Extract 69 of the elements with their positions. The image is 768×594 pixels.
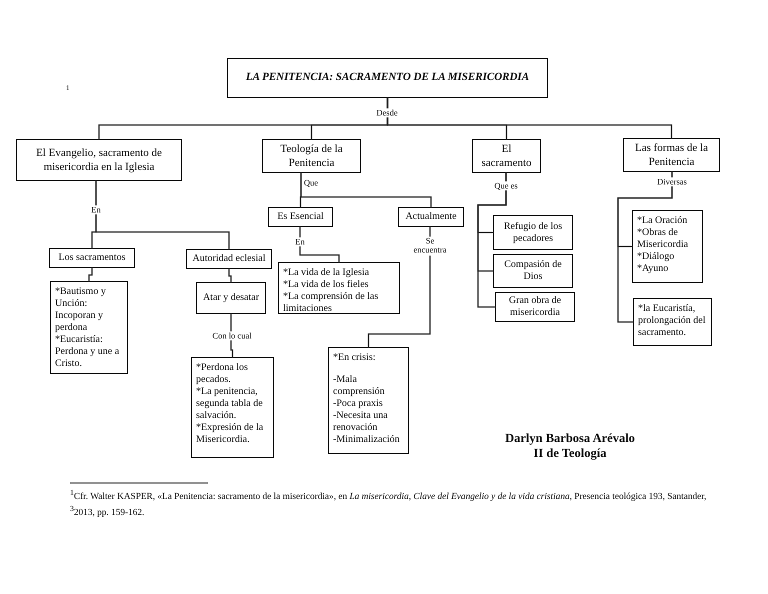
node-text: -Necesita una renovación (333, 410, 389, 434)
node-text: Las formas de la Penitencia (634, 140, 709, 170)
edge-label: En (294, 237, 306, 247)
edge-label: Con lo cual (211, 331, 253, 341)
node-text: Atar y desatar (202, 292, 260, 304)
concept-box (633, 298, 712, 346)
edge-label: Que (302, 178, 320, 188)
node-text: *Eucaristía: Perdona y une a Cristo. (55, 334, 120, 370)
course-label: II de Teología (532, 446, 608, 461)
node-text: *Perdona los pecados. (196, 362, 249, 386)
author-name: Darlyn Barbosa Arévalo (505, 431, 635, 446)
node-text: Los sacramentos (58, 252, 126, 264)
connector-line (477, 173, 507, 308)
node-text: *La Oración (637, 215, 688, 227)
concept-box (16, 139, 182, 181)
node-text: Autoridad eclesial (191, 253, 267, 265)
title-box (227, 58, 548, 98)
node-text: Compasión de Dios (503, 259, 563, 283)
edge-label: Que es (493, 181, 519, 191)
concept-box (196, 282, 266, 314)
node-text: Refugio de los pecadores (502, 220, 564, 244)
node-text: El sacramento (480, 142, 533, 170)
node-text: -Poca praxis (333, 398, 384, 410)
connector-line (228, 269, 232, 282)
edge-label: Desde (375, 108, 399, 118)
concept-box (472, 139, 541, 173)
concept-box (328, 347, 409, 454)
connector-line (300, 173, 432, 207)
node-text: Actualmente (404, 211, 458, 223)
concept-box (623, 138, 720, 172)
concept-box (191, 357, 274, 458)
node-text: -Minimalización (333, 434, 401, 446)
concept-box (268, 207, 333, 227)
node-text: *Ayuno (637, 263, 670, 275)
node-text: *La vida de los fieles (283, 279, 370, 291)
concept-box (262, 139, 361, 173)
concept-box (278, 262, 400, 314)
node-text: *En crisis: (333, 352, 376, 364)
node-text: *la Eucaristía, prolongación del sacramento. (638, 303, 706, 339)
node-text: Es Esencial (276, 211, 325, 223)
edge-label: En (90, 205, 102, 215)
node-text: *Diálogo (637, 251, 676, 263)
node-text: *Expresión de la Misericordia. (196, 422, 264, 446)
edge-label: Diversas (656, 177, 688, 187)
node-text: *La comprensión de las limitaciones (283, 291, 380, 315)
node-text: Teología de la Penitencia (279, 142, 344, 170)
concept-box (186, 249, 272, 269)
node-text: *La penitencia, segunda tabla de salvación. (196, 386, 264, 422)
concept-box (398, 207, 464, 227)
connector-line (95, 181, 230, 249)
concept-box (493, 215, 573, 250)
concept-box (632, 210, 703, 283)
node-text: *Obras de Misericordia (637, 227, 690, 251)
title-text: LA PENITENCIA: SACRAMENTO DE LA MISERICORDIA (244, 71, 530, 85)
connector-line (368, 227, 431, 347)
node-text: El Evangelio, sacramento de misericordia en la Iglesia (35, 146, 163, 174)
concept-box (495, 292, 575, 322)
concept-box (50, 281, 128, 374)
concept-box (493, 254, 573, 288)
connector-line (88, 268, 93, 281)
concept-box (49, 248, 135, 268)
node-text: *La vida de la Iglesia (283, 267, 370, 279)
connector-line (386, 98, 672, 138)
connector-line (617, 172, 673, 323)
footnote-text: $^{1}$Cfr. Walter KASPER, «La Penitencia: sacramento de la misericordia», en La misericordia, Clave del Evangelio y de la vida cristiana, Presencia teológica 193, Santander, $^{3}$2013, pp. 159-162. (70, 488, 708, 520)
node-text: *Bautismo y Unción: Incoporan y perdona (55, 286, 107, 334)
node-text: -Mala comprensión (333, 374, 386, 398)
node-text: Gran obra de misericordia (508, 295, 562, 319)
connector-line (299, 227, 340, 262)
